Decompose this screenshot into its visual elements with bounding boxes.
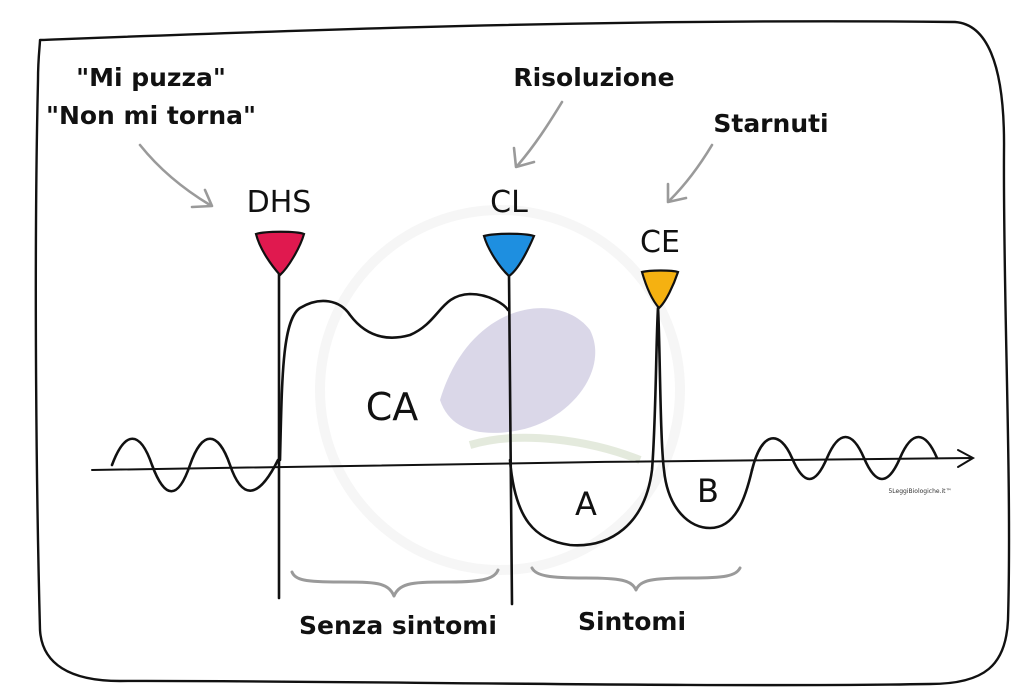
arrow-to-dhs bbox=[138, 143, 212, 207]
cl-label: CL bbox=[490, 185, 528, 220]
region-a-label: A bbox=[575, 485, 597, 523]
region-b-label: B bbox=[697, 472, 719, 510]
ce-marker bbox=[640, 269, 680, 310]
time-axis bbox=[91, 457, 973, 471]
curve-a-b-dips bbox=[508, 306, 754, 547]
arrow-to-dhs-head bbox=[190, 188, 214, 209]
watermark-text: 5LeggiBiologiche.it™ bbox=[888, 488, 951, 495]
phase-sintomi: Sintomi bbox=[578, 607, 686, 636]
frame-border bbox=[34, 20, 1011, 687]
background-watermark bbox=[315, 205, 685, 575]
cl-marker bbox=[482, 232, 536, 278]
arrow-to-cl bbox=[516, 100, 564, 167]
dhs-marker bbox=[254, 230, 306, 277]
ce-label: CE bbox=[640, 225, 680, 260]
arrow-to-ce bbox=[668, 143, 714, 202]
time-axis-arrowhead bbox=[957, 449, 976, 468]
annotation-mi-puzza: "Mi puzza" bbox=[76, 63, 226, 92]
curve-ca-plateau bbox=[278, 292, 510, 462]
annotation-starnuti: Starnuti bbox=[713, 109, 828, 138]
arrow-to-ce-head bbox=[666, 182, 688, 204]
arrow-to-cl-head bbox=[512, 146, 536, 169]
annotation-non-mi-torna: "Non mi torna" bbox=[46, 101, 256, 130]
cl-vertical-line bbox=[507, 272, 514, 606]
brace-symptoms bbox=[530, 566, 742, 592]
brace-no-symptoms bbox=[290, 568, 500, 598]
phase-senza-sintomi: Senza sintomi bbox=[299, 611, 497, 640]
wave-before-dhs bbox=[110, 437, 280, 493]
region-ca-label: CA bbox=[366, 385, 419, 429]
dhs-label: DHS bbox=[247, 185, 312, 220]
annotation-risoluzione: Risoluzione bbox=[513, 63, 674, 92]
wave-after-b bbox=[750, 435, 939, 481]
